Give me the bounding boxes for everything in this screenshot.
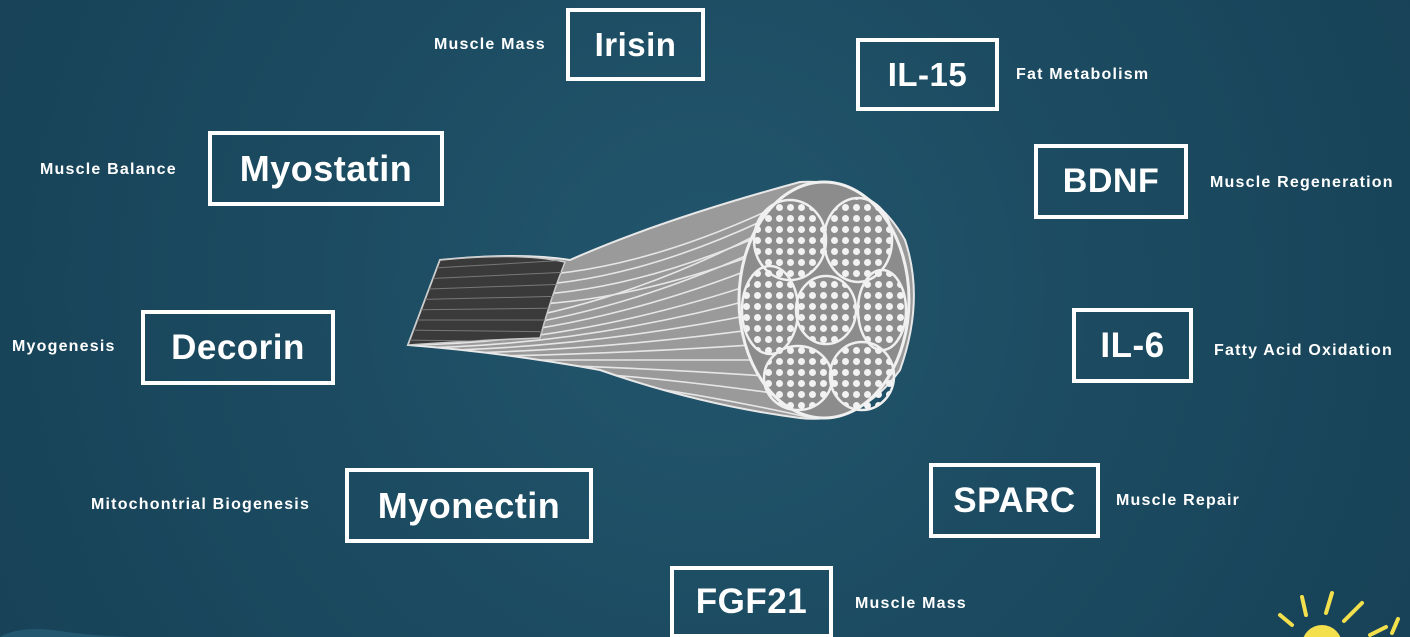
il6-function-label: Fatty Acid Oxidation [1214,342,1393,360]
myonectin-function-label: Mitochontrial Biogenesis [91,496,310,514]
decorin-function-label: Myogenesis [12,338,116,356]
myostatin-box: Myostatin [208,131,444,206]
irisin-box: Irisin [566,8,705,81]
fgf21-box: FGF21 [670,566,833,637]
muscle-fiber-illustration [400,180,920,430]
decorin-box: Decorin [141,310,335,385]
myostatin-function-label: Muscle Balance [40,161,177,179]
bdnf-function-label: Muscle Regeneration [1210,174,1394,192]
irisin-function-label: Muscle Mass [434,36,546,54]
il6-box: IL-6 [1072,308,1193,383]
myonectin-box: Myonectin [345,468,593,543]
bdnf-box: BDNF [1034,144,1188,219]
il15-box: IL-15 [856,38,999,111]
fgf21-function-label: Muscle Mass [855,595,967,613]
sparc-box: SPARC [929,463,1100,538]
sparc-function-label: Muscle Repair [1116,492,1240,510]
il15-function-label: Fat Metabolism [1016,66,1149,84]
sun-icon [1240,585,1405,637]
corner-wave-decoration [0,617,140,637]
